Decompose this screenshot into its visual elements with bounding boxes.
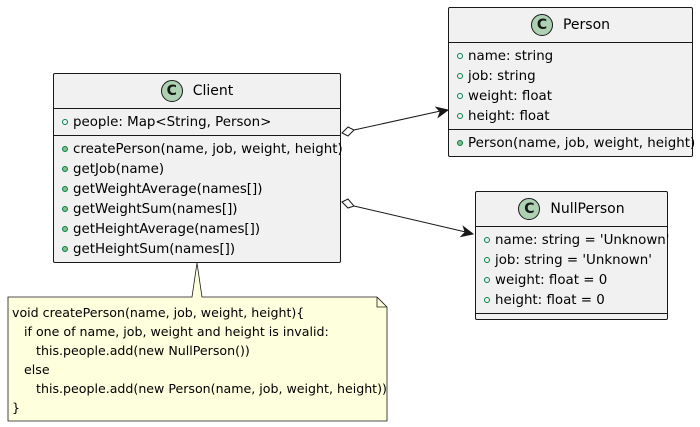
class-person-name: Person: [562, 17, 611, 33]
field: weight: float = 0: [484, 270, 667, 290]
public-field-icon: [457, 53, 463, 59]
public-field-icon: [457, 93, 463, 99]
method: createPerson(name, job, weight, height): [62, 139, 343, 159]
class-person-methods: Person(name, job, weight, height): [449, 130, 695, 156]
class-client-name: Client: [192, 83, 234, 99]
public-method-icon: [62, 206, 68, 212]
class-client-fields: people: Map<String, Person>: [54, 109, 340, 136]
field: name: string = 'Unknown': [484, 230, 669, 250]
class-nullperson-fields: name: string = 'Unknown' job: string = '…: [476, 227, 669, 314]
class-badge-icon: C: [530, 14, 553, 36]
method: getWeightAverage(names[]): [62, 179, 340, 199]
public-method-icon: [62, 186, 68, 192]
public-field-icon: [62, 119, 68, 125]
class-client-header: C Client: [54, 74, 340, 109]
note-line: this.people.add(new NullPerson()): [12, 343, 250, 358]
public-method-icon: [62, 146, 68, 152]
field: job: string: [457, 66, 692, 86]
public-field-icon: [457, 113, 463, 119]
method: getHeightAverage(names[]): [62, 219, 340, 239]
aggregation-client-nullperson: [341, 198, 475, 238]
method: getHeightSum(names[]): [62, 239, 340, 259]
method: Person(name, job, weight, height): [457, 133, 695, 153]
note-line: }: [12, 400, 21, 415]
public-field-icon: [484, 257, 490, 263]
class-client-methods: createPerson(name, job, weight, height) …: [54, 136, 343, 262]
field: name: string: [457, 46, 692, 66]
class-person-fields: name: string job: string weight: float h…: [449, 43, 692, 130]
public-field-icon: [484, 297, 490, 303]
note-line: if one of name, job, weight and height i…: [12, 324, 329, 339]
class-nullperson-header: C NullPerson: [476, 192, 667, 227]
public-method-icon: [62, 166, 68, 172]
aggregation-client-person: [341, 106, 450, 137]
field: people: Map<String, Person>: [62, 112, 340, 132]
note: void createPerson(name, job, weight, hei…: [8, 297, 388, 421]
class-nullperson-name: NullPerson: [550, 201, 625, 217]
class-nullperson: C NullPerson name: string = 'Unknown' jo…: [475, 191, 669, 320]
class-badge-icon: C: [518, 198, 541, 220]
public-field-icon: [457, 73, 463, 79]
field: weight: float: [457, 86, 692, 106]
note-line: void createPerson(name, job, weight, hei…: [12, 305, 305, 320]
class-person-header: C Person: [449, 8, 692, 43]
class-person: C Person name: string job: string weight…: [448, 7, 695, 157]
class-client: C Client people: Map<String, Person> cre…: [53, 73, 343, 263]
note-line: else: [12, 362, 50, 377]
class-badge-icon: C: [160, 80, 183, 102]
note-line: this.people.add(new Person(name, job, we…: [12, 381, 387, 396]
method: getJob(name): [62, 159, 340, 179]
field: height: float = 0: [484, 290, 667, 310]
field: job: string = 'Unknown': [484, 250, 667, 270]
public-field-icon: [484, 237, 490, 243]
public-method-icon: [457, 140, 463, 146]
field: height: float: [457, 106, 692, 126]
public-method-icon: [62, 226, 68, 232]
public-field-icon: [484, 277, 490, 283]
method: getWeightSum(names[]): [62, 199, 340, 219]
public-method-icon: [62, 246, 68, 252]
class-nullperson-methods: [476, 314, 667, 320]
